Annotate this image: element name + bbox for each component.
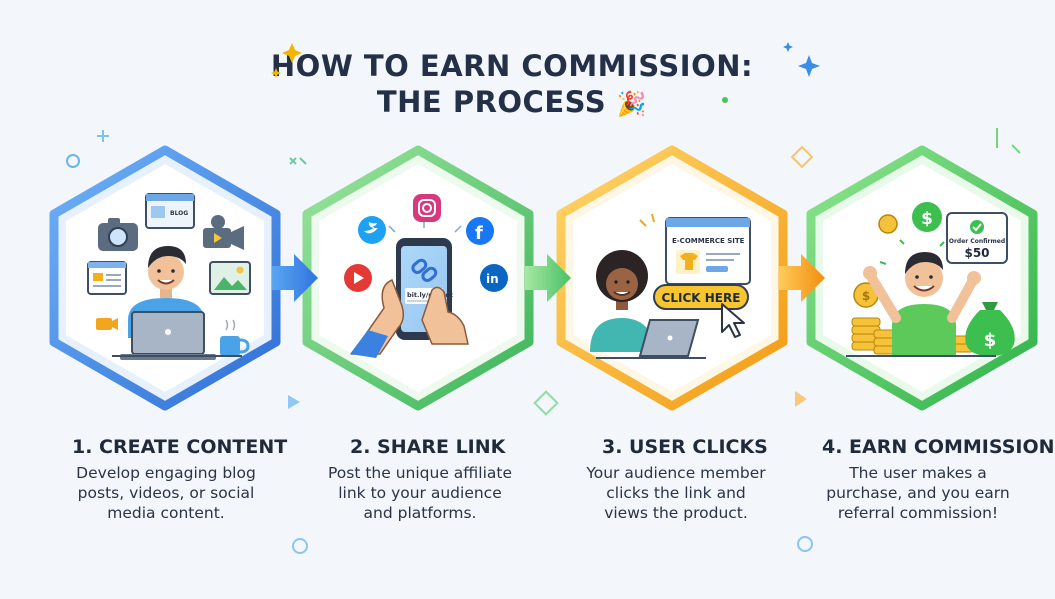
step-4-title: 4. EARN COMMISSION <box>822 436 1055 458</box>
step-3-desc-line-1: Your audience member <box>586 464 766 482</box>
coffee-cup-icon <box>220 319 250 356</box>
twitter-icon <box>358 216 386 244</box>
step-2-desc-line-1: Post the unique affiliate <box>327 464 512 482</box>
user-person-avatar <box>590 250 656 352</box>
camera-icon <box>98 218 138 251</box>
browser-icon <box>87 261 127 295</box>
step-4-desc-line-2: purchase, and you earn <box>826 484 1010 502</box>
step-4-desc-line-1: The user makes a <box>849 464 987 482</box>
step-3-illustration: E-COMMERCE SITE CLICK HERE <box>590 213 751 359</box>
svg-text:$: $ <box>984 330 997 351</box>
image-icon <box>209 261 251 295</box>
celebrating-person-avatar <box>863 252 981 356</box>
site-label: E-COMMERCE SITE <box>672 237 745 245</box>
arrow-3-to-4 <box>779 254 825 302</box>
click-here-button[interactable]: CLICK HERE <box>653 284 749 310</box>
svg-text:in: in <box>486 272 499 286</box>
step-1-description: Develop engaging blog posts, videos, or … <box>56 463 276 523</box>
step-4-illustration: $ Order Confirmed $50 $ <box>846 202 1015 357</box>
step-3-title: 3. USER CLICKS <box>602 436 768 458</box>
step-1-desc-line-2: posts, videos, or social <box>77 484 255 502</box>
small-video-icon <box>96 318 118 330</box>
step-4-description: The user makes a purchase, and you earn … <box>812 463 1024 523</box>
hand-illustration <box>350 279 469 358</box>
step-4-desc-line-3: referral commission! <box>837 504 999 522</box>
step-1-title: 1. CREATE CONTENT <box>72 436 288 458</box>
blog-label: BLOG <box>170 210 188 217</box>
page-title-line-1: HOW TO EARN COMMISSION: <box>270 49 754 83</box>
click-here-label: CLICK HERE <box>662 291 741 305</box>
facebook-icon: f <box>466 217 494 245</box>
arrow-1-to-2 <box>272 254 318 302</box>
video-camera-icon <box>203 215 244 250</box>
ecommerce-window: E-COMMERCE SITE <box>665 217 751 285</box>
step-1-desc-line-3: media content. <box>107 504 225 522</box>
svg-text:$: $ <box>921 209 933 229</box>
order-confirmed-label: Order Confirmed <box>949 238 1005 245</box>
order-amount: $50 <box>964 246 989 260</box>
step-2-desc-line-2: link to your audience <box>338 484 502 502</box>
arrow-2-to-3 <box>525 254 571 302</box>
youtube-icon <box>344 264 372 292</box>
linkedin-icon: in <box>480 264 508 292</box>
instagram-icon <box>413 194 441 222</box>
page-title-line-2: THE PROCESS 🎉 <box>0 84 1024 122</box>
page-title-line-2-text: THE PROCESS <box>376 85 607 119</box>
user-laptop-icon <box>596 319 706 359</box>
blog-window-icon: BLOG <box>145 193 195 229</box>
money-bag-icon: $ <box>965 302 1015 356</box>
sparkle-decorations <box>66 42 1021 554</box>
step-3-desc-line-2: clicks the link and <box>606 484 746 502</box>
dollar-coin-icon: $ <box>912 202 942 232</box>
step-3-desc-line-3: views the product. <box>604 504 748 522</box>
svg-text:f: f <box>475 223 483 244</box>
step-2-illustration: f in bit.ly/produt <box>344 194 508 358</box>
order-confirmed-card: Order Confirmed $50 <box>946 212 1008 264</box>
party-popper-icon: 🎉 <box>616 90 648 118</box>
cursor-icon <box>721 303 745 338</box>
step-2-desc-line-3: and platforms. <box>363 504 477 522</box>
step-2-description: Post the unique affiliate link to your a… <box>310 463 530 523</box>
step-1-desc-line-1: Develop engaging blog <box>76 464 256 482</box>
step-2-title: 2. SHARE LINK <box>350 436 506 458</box>
link-icon <box>411 258 438 282</box>
step-1-illustration: BLOG <box>87 193 251 360</box>
svg-text:$: $ <box>862 289 870 303</box>
step-3-description: Your audience member clicks the link and… <box>566 463 786 523</box>
laptop-icon <box>120 311 216 360</box>
process-diagram: BLOG <box>49 42 1038 554</box>
